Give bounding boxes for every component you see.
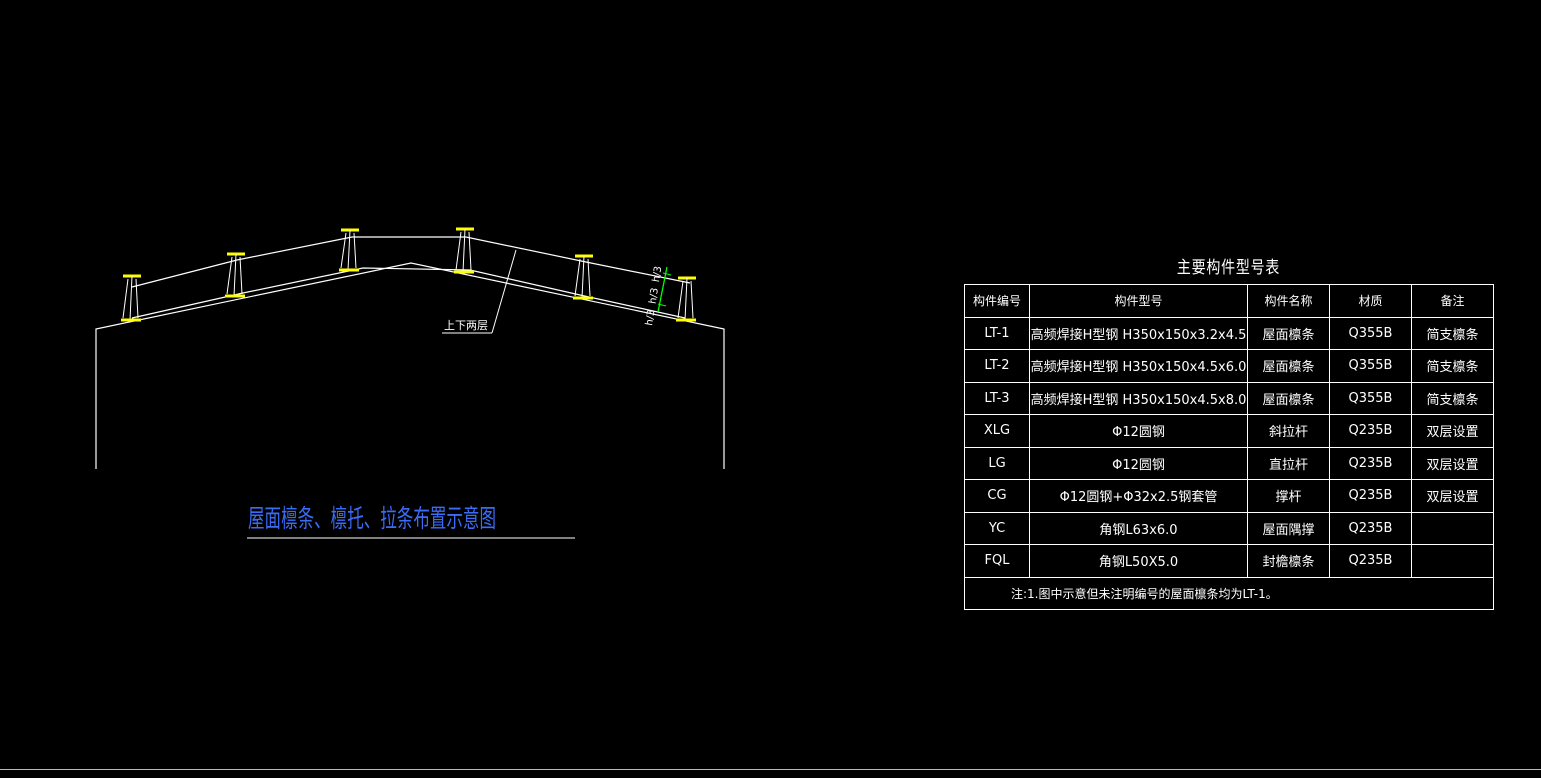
table-cell: LG [964,446,1030,480]
table-cell: Q235B [1329,479,1412,513]
header-cell: 构件编号 [964,284,1030,318]
table-cell [1411,544,1494,578]
table-cell: 屋面檩条 [1247,316,1330,350]
table-cell: 斜拉杆 [1247,414,1330,448]
table-cell: 双层设置 [1411,479,1494,513]
table-cell: 简支檩条 [1411,381,1494,415]
table-note: 注:1.图中示意但未注明编号的屋面檩条均为LT-1。 [964,576,1494,610]
table-cell: 简支檩条 [1411,316,1494,350]
dim-label-1: h/3 [644,309,657,327]
roof-frame-outline [95,262,725,469]
table-cell: 角钢L63x6.0 [1029,511,1248,545]
table-cell: FQL [964,544,1030,578]
table-cell: 屋面檩条 [1247,349,1330,383]
table-cell: 双层设置 [1411,414,1494,448]
table-cell: Q355B [1329,349,1412,383]
table-title: 主要构件型号表 [1176,258,1281,278]
table-cell: Φ12圆钢 [1029,414,1248,448]
table-cell: LT-1 [964,316,1030,350]
purlin-connection-lines [131,236,691,319]
table-cell: Q355B [1329,316,1412,350]
table-cell: LT-3 [964,381,1030,415]
table-cell: 高频焊接H型钢 H350x150x3.2x4.5 [1029,316,1248,350]
table-cell: 双层设置 [1411,446,1494,480]
purlin-section [573,254,593,300]
purlin-section [339,228,359,272]
purlin-section [121,274,141,322]
table-cell: Q355B [1329,381,1412,415]
purlin-section [676,276,696,322]
table-cell [1411,511,1494,545]
table-cell: Φ12圆钢 [1029,446,1248,480]
purlin-section [225,252,245,298]
table-cell: 直拉杆 [1247,446,1330,480]
table-cell: LT-2 [964,349,1030,383]
dim-label-2: h/3 [648,287,661,305]
table-cell: Q235B [1329,511,1412,545]
table-cell: 屋面檩条 [1247,381,1330,415]
leader-label: 上下两层 [444,319,488,332]
table-cell: Q235B [1329,414,1412,448]
table-cell: 简支檩条 [1411,349,1494,383]
table-cell: 角钢L50X5.0 [1029,544,1248,578]
dim-label-3: h/3 [651,265,664,283]
header-cell: 材质 [1329,284,1412,318]
table-cell: Q235B [1329,446,1412,480]
header-cell: 构件型号 [1029,284,1248,318]
table-cell: YC [964,511,1030,545]
window-bottom-border [0,769,1541,770]
note-row: 注:1.图中示意但未注明编号的屋面檩条均为LT-1。 [964,576,1494,610]
purlin-group [121,227,696,322]
table-cell: 屋面隅撑 [1247,511,1330,545]
table-cell: 封檐檩条 [1247,544,1330,578]
table-header-row: 构件编号 构件型号 构件名称 材质 备注 [964,284,1494,318]
table-cell: CG [964,479,1030,513]
header-cell: 构件名称 [1247,284,1330,318]
table-cell: 高频焊接H型钢 H350x150x4.5x8.0 [1029,381,1248,415]
section-title: 屋面檩条、檩托、拉条布置示意图 [248,504,496,533]
dimension-line [657,266,672,313]
leader-line [442,249,517,334]
header-cell: 备注 [1411,284,1494,318]
table-cell: 撑杆 [1247,479,1330,513]
table-cell: 高频焊接H型钢 H350x150x4.5x6.0 [1029,349,1248,383]
table-cell: Φ12圆钢+Φ32x2.5钢套管 [1029,479,1248,513]
table-cell: XLG [964,414,1030,448]
purlin-section [454,227,474,274]
table-cell: Q235B [1329,544,1412,578]
